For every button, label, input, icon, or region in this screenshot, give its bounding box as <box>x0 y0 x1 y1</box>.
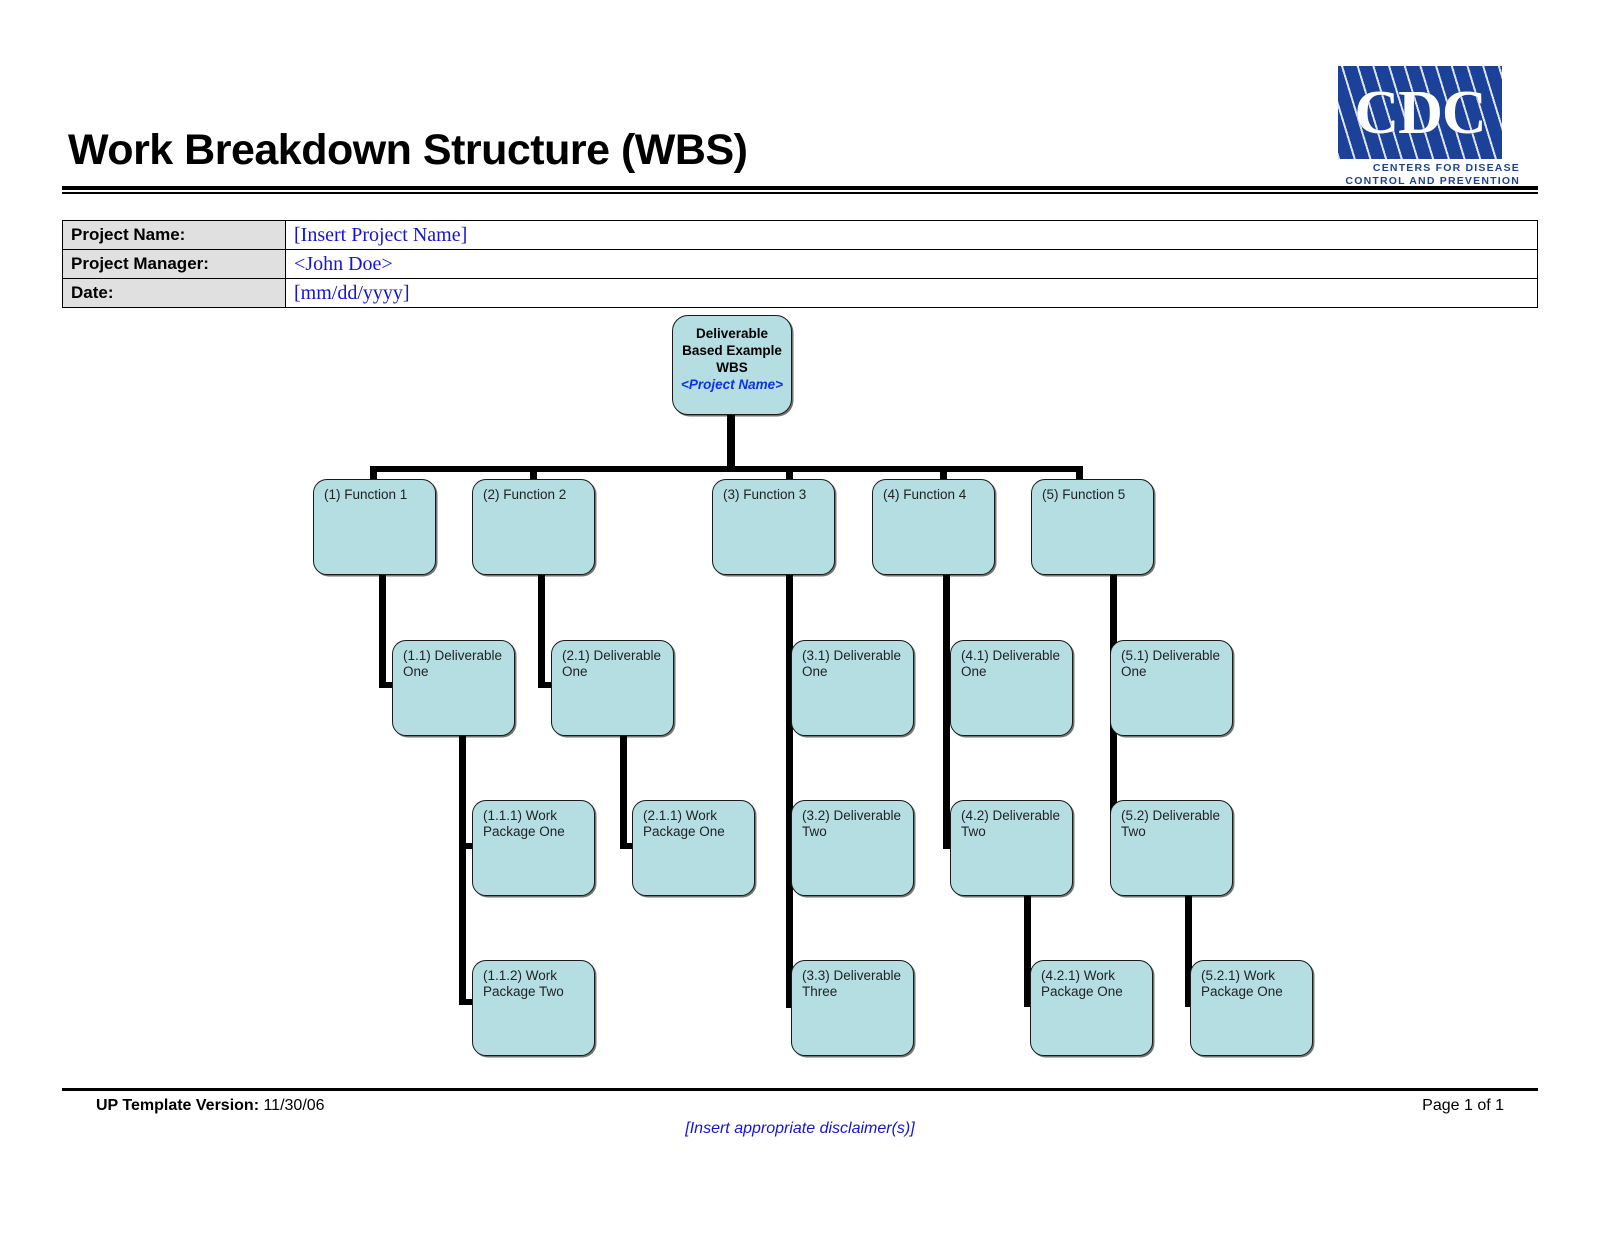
connector-f2-trunk <box>538 574 545 688</box>
cdc-logo: CDC CENTERS FOR DISEASE CONTROL AND PREV… <box>1338 66 1520 188</box>
project-manager-value[interactable]: <John Doe> <box>285 249 1538 279</box>
cdc-tagline-line2: CONTROL AND PREVENTION <box>1345 175 1520 187</box>
wbs-node-label: (1.1.1) Work Package One <box>483 808 565 839</box>
connector-f1-to-d11 <box>379 682 409 688</box>
connector-d11-to-w112 <box>459 999 487 1005</box>
connector-bus-to-f4 <box>940 466 947 484</box>
footer-disclaimer: [Insert appropriate disclaimer(s)] <box>685 1120 915 1137</box>
table-row: Project Manager: <John Doe> <box>62 249 1538 279</box>
wbs-node-label: (4.2.1) Work Package One <box>1041 968 1123 999</box>
wbs-node-label: (4.1) Deliverable One <box>961 648 1061 679</box>
cdc-stripes-icon <box>1338 66 1502 159</box>
wbs-node-label: (3.3) Deliverable Three <box>802 968 902 999</box>
connector-bus-to-f2 <box>530 466 537 484</box>
wbs-node-root-title: Deliverable Based Example WBS <box>682 326 782 375</box>
wbs-node-label: (1) Function 1 <box>324 487 408 502</box>
connector-d42-stem <box>1024 895 1031 1007</box>
footer-page-number: Page 1 of 1 <box>1422 1097 1504 1114</box>
wbs-node-label: (3) Function 3 <box>723 487 807 502</box>
footer-template-version: UP Template Version: 11/30/06 <box>96 1097 325 1115</box>
wbs-node-label: (4) Function 4 <box>883 487 967 502</box>
footer-template-value: 11/30/06 <box>263 1097 325 1114</box>
wbs-node-label: (2) Function 2 <box>483 487 567 502</box>
wbs-node-label: (2.1) Deliverable One <box>562 648 662 679</box>
connector-d52-stem <box>1185 895 1192 1007</box>
wbs-node-deliverable-3-3[interactable]: (3.3) Deliverable Three <box>791 960 914 1056</box>
project-name-label: Project Name: <box>62 220 286 250</box>
wbs-node-label: (2.1.1) Work Package One <box>643 808 725 839</box>
wbs-node-label: (5.2) Deliverable Two <box>1121 808 1221 839</box>
wbs-node-deliverable-4-1[interactable]: (4.1) Deliverable One <box>950 640 1073 736</box>
connector-f2-to-d21 <box>538 682 568 688</box>
connector-f3-to-d31 <box>786 682 814 688</box>
cdc-logo-mark: CDC <box>1338 66 1502 159</box>
wbs-node-label: (5.2.1) Work Package One <box>1201 968 1283 999</box>
connector-d21-to-w211 <box>620 843 648 849</box>
cdc-tagline: CENTERS FOR DISEASE CONTROL AND PREVENTI… <box>1340 162 1520 188</box>
connector-root-bus <box>370 466 1082 472</box>
wbs-node-work-package-5-2-1[interactable]: (5.2.1) Work Package One <box>1190 960 1313 1056</box>
wbs-node-label: (5.1) Deliverable One <box>1121 648 1221 679</box>
connector-f3-to-d33 <box>786 1002 814 1008</box>
table-row: Project Name: [Insert Project Name] <box>62 220 1538 250</box>
connector-f3-to-d32 <box>786 843 814 849</box>
connector-root-stem <box>727 414 735 470</box>
connector-bus-to-f5 <box>1076 466 1083 484</box>
title-divider <box>62 186 1538 194</box>
wbs-node-function-1[interactable]: (1) Function 1 <box>313 479 436 575</box>
footer-divider <box>62 1088 1538 1091</box>
wbs-node-root[interactable]: Deliverable Based Example WBS <Project N… <box>672 315 792 415</box>
connector-d11-trunk <box>459 735 466 1005</box>
wbs-node-function-3[interactable]: (3) Function 3 <box>712 479 835 575</box>
wbs-node-function-5[interactable]: (5) Function 5 <box>1031 479 1154 575</box>
wbs-node-work-package-1-1-1[interactable]: (1.1.1) Work Package One <box>472 800 595 896</box>
table-row: Date: [mm/dd/yyyy] <box>62 278 1538 308</box>
connector-f5-to-d51 <box>1110 682 1138 688</box>
date-label: Date: <box>62 278 286 308</box>
connector-bus-to-f3 <box>786 466 793 484</box>
connector-f5-trunk <box>1110 574 1117 849</box>
project-manager-label: Project Manager: <box>62 249 286 279</box>
wbs-node-deliverable-1-1[interactable]: (1.1) Deliverable One <box>392 640 515 736</box>
wbs-node-deliverable-5-2[interactable]: (5.2) Deliverable Two <box>1110 800 1233 896</box>
wbs-node-label: (1.1) Deliverable One <box>403 648 503 679</box>
wbs-node-label: (4.2) Deliverable Two <box>961 808 1061 839</box>
connector-f1-trunk <box>379 574 386 688</box>
project-info-table: Project Name: [Insert Project Name] Proj… <box>62 220 1538 308</box>
wbs-node-label: (3.1) Deliverable One <box>802 648 902 679</box>
wbs-node-label: (3.2) Deliverable Two <box>802 808 902 839</box>
wbs-node-work-package-1-1-2[interactable]: (1.1.2) Work Package Two <box>472 960 595 1056</box>
wbs-node-deliverable-4-2[interactable]: (4.2) Deliverable Two <box>950 800 1073 896</box>
wbs-node-function-4[interactable]: (4) Function 4 <box>872 479 995 575</box>
date-value[interactable]: [mm/dd/yyyy] <box>285 278 1538 308</box>
wbs-node-deliverable-3-1[interactable]: (3.1) Deliverable One <box>791 640 914 736</box>
connector-f4-trunk <box>943 574 950 849</box>
project-name-value[interactable]: [Insert Project Name] <box>285 220 1538 250</box>
connector-d11-to-w111 <box>459 843 487 849</box>
connector-bus-to-f1 <box>370 466 377 484</box>
connector-f4-to-d41 <box>943 682 971 688</box>
wbs-node-deliverable-3-2[interactable]: (3.2) Deliverable Two <box>791 800 914 896</box>
wbs-node-deliverable-5-1[interactable]: (5.1) Deliverable One <box>1110 640 1233 736</box>
cdc-logo-letters: CDC <box>1354 78 1486 147</box>
cdc-tagline-line1: CENTERS FOR DISEASE <box>1372 162 1520 174</box>
wbs-node-function-2[interactable]: (2) Function 2 <box>472 479 595 575</box>
wbs-node-work-package-4-2-1[interactable]: (4.2.1) Work Package One <box>1030 960 1153 1056</box>
connector-d42-to-w421 <box>1024 1001 1052 1007</box>
wbs-node-root-subtitle: <Project Name> <box>680 377 784 392</box>
connector-f5-to-d52 <box>1110 843 1138 849</box>
wbs-node-label: (1.1.2) Work Package Two <box>483 968 564 999</box>
wbs-node-label: (5) Function 5 <box>1042 487 1126 502</box>
page-title: Work Breakdown Structure (WBS) <box>68 126 748 174</box>
footer-template-label: UP Template Version: <box>96 1097 260 1114</box>
connector-f3-trunk <box>786 574 793 1008</box>
wbs-node-deliverable-2-1[interactable]: (2.1) Deliverable One <box>551 640 674 736</box>
connector-f4-to-d42 <box>943 843 971 849</box>
wbs-node-work-package-2-1-1[interactable]: (2.1.1) Work Package One <box>632 800 755 896</box>
connector-d21-trunk <box>620 735 627 849</box>
connector-d52-to-w521 <box>1185 1001 1213 1007</box>
